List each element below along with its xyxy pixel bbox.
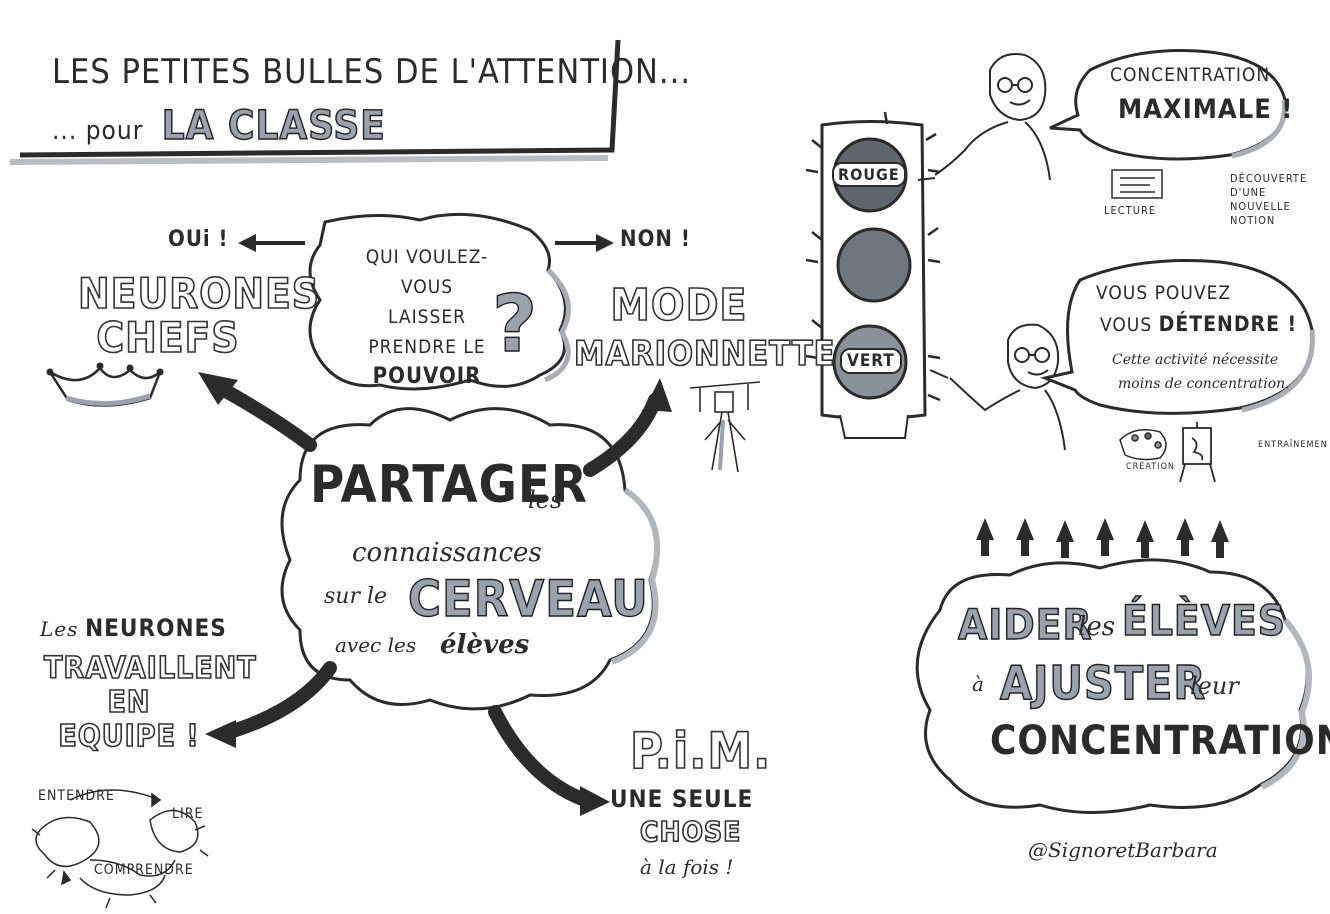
bubble-bottom-line-4: moins de concentration. (1118, 376, 1290, 392)
creation-label: CRÉATION (1126, 462, 1175, 472)
title-frame (9, 39, 621, 165)
avec-les-text: avec les (335, 633, 417, 657)
palette-icon (1119, 429, 1167, 461)
title-line-2: ... pour LA CLASSE (52, 102, 386, 149)
decouverte-line-2: D'UNE (1230, 186, 1267, 199)
arrow-to-equipe (205, 661, 337, 748)
lire-label: LIRE (172, 806, 204, 822)
decouverte-line-1: DÉCOUVERTE (1230, 172, 1308, 185)
arrow-oui (238, 234, 305, 252)
sur-le-text: sur le (324, 584, 388, 609)
question-text: QUI VOULEZ-VOUS LAISSER PRENDRE LE POUVO… (342, 242, 512, 392)
amber-light (836, 227, 912, 303)
decouverte-line-4: NOTION (1230, 214, 1276, 227)
bubble-bottom-line-3: Cette activité nécessite (1112, 352, 1279, 368)
lecture-label: LECTURE (1104, 204, 1157, 217)
neurones-chefs-line-2: CHEFS (96, 313, 240, 362)
partager-text: PARTAGER (310, 455, 588, 515)
entendre-label: ENTENDRE (38, 788, 115, 804)
mode-line: MODE (610, 280, 748, 331)
les-neurones: Les NEURONES (40, 614, 227, 642)
title-prefix: ... pour (52, 116, 144, 146)
aider-word: AIDER (957, 599, 1093, 649)
neurones-word: NEURONES (85, 614, 227, 642)
aider-les-word: les (1078, 612, 1116, 642)
puppet-icon (689, 381, 761, 473)
bubble-top-line-1: CONCENTRATION (1110, 64, 1271, 86)
vous-word: VOUS (1100, 314, 1153, 336)
bubble-bottom-line-1: VOUS POUVEZ (1096, 282, 1232, 304)
cerveau-text: CERVEAU (407, 569, 649, 628)
travaillent-en-equipe: TRAVAILLENT EN EQUIPE ! (43, 651, 257, 755)
pim-line-2: CHOSE (639, 814, 742, 849)
bubble-top-line-2: MAXIMALE ! (1118, 94, 1294, 125)
signature: @SignoretBarbara (1028, 838, 1218, 862)
oui-label: OUi ! (168, 227, 229, 252)
title-line-1: LES PETITES BULLES DE L'ATTENTION... (52, 52, 692, 92)
en-word: EN (107, 685, 151, 721)
les-text: les (528, 486, 563, 514)
entrainement-label: ENTRAÎNEMEN (1258, 440, 1328, 450)
ajuster-word: AJUSTER (999, 655, 1207, 710)
arrow-non (555, 234, 614, 252)
eleves-text: élèves (440, 630, 530, 660)
arrow-to-pim (488, 705, 610, 816)
traffic-light (805, 111, 941, 439)
bubble-bottom-line-2: VOUS DÉTENDRE ! (1100, 312, 1297, 336)
teacher-figure-bottom (929, 323, 1066, 451)
pim-title: P.i.M. (629, 721, 772, 781)
neurones-chefs-line-1: NEURONES (77, 269, 320, 318)
comprendre-label: COMPRENDRE (94, 862, 194, 878)
question-line-4: POUVOIR (372, 364, 482, 389)
vert-label: VERT (840, 348, 902, 374)
travaillent-word: TRAVAILLENT (43, 651, 257, 687)
aider-eleves-word: ÉLÈVES (1121, 595, 1286, 645)
arrow-to-neurones-chefs (198, 372, 317, 452)
detendre-word: DÉTENDRE ! (1158, 312, 1298, 336)
aider-leur-word: leur (1190, 672, 1239, 700)
mode-marionnette: MODE MARIONNETTE (573, 280, 836, 378)
neurones-chefs: NEURONES CHEFS (77, 269, 320, 362)
marionnette-line: MARIONNETTE (573, 333, 836, 375)
easel-icon (1179, 422, 1216, 483)
teacher-figure-top (917, 53, 1051, 181)
pim-line-3: à la fois ! (640, 855, 734, 879)
title-emphasis: LA CLASSE (161, 102, 386, 149)
question-bubble (308, 212, 567, 391)
scroll-icon (1111, 169, 1163, 199)
pim-line-1: UNE SEULE (610, 785, 754, 813)
crown-icon (46, 362, 164, 407)
les-word: Les (40, 617, 79, 641)
non-label: NON ! (620, 227, 691, 252)
decouverte-line-3: NOUVELLE (1230, 200, 1291, 213)
question-line-3: PRENDRE LE (368, 336, 486, 358)
decouverte-label: DÉCOUVERTE D'UNE NOUVELLE NOTION (1230, 172, 1307, 228)
equipe-word: EQUIPE ! (58, 719, 200, 755)
up-arrows (976, 518, 1229, 558)
question-line-2: LAISSER (387, 306, 467, 328)
connaissances-text: connaissances (352, 538, 542, 568)
question-line-1: QUI VOULEZ-VOUS (365, 246, 489, 298)
aider-a-word: à (972, 672, 984, 696)
rouge-label: ROUGE (832, 162, 906, 187)
aider-concentration-word: CONCENTRATION (990, 718, 1330, 764)
question-mark: ? (491, 279, 538, 370)
neuron-network-icon (31, 789, 209, 909)
arrow-to-marionnette (583, 378, 672, 477)
